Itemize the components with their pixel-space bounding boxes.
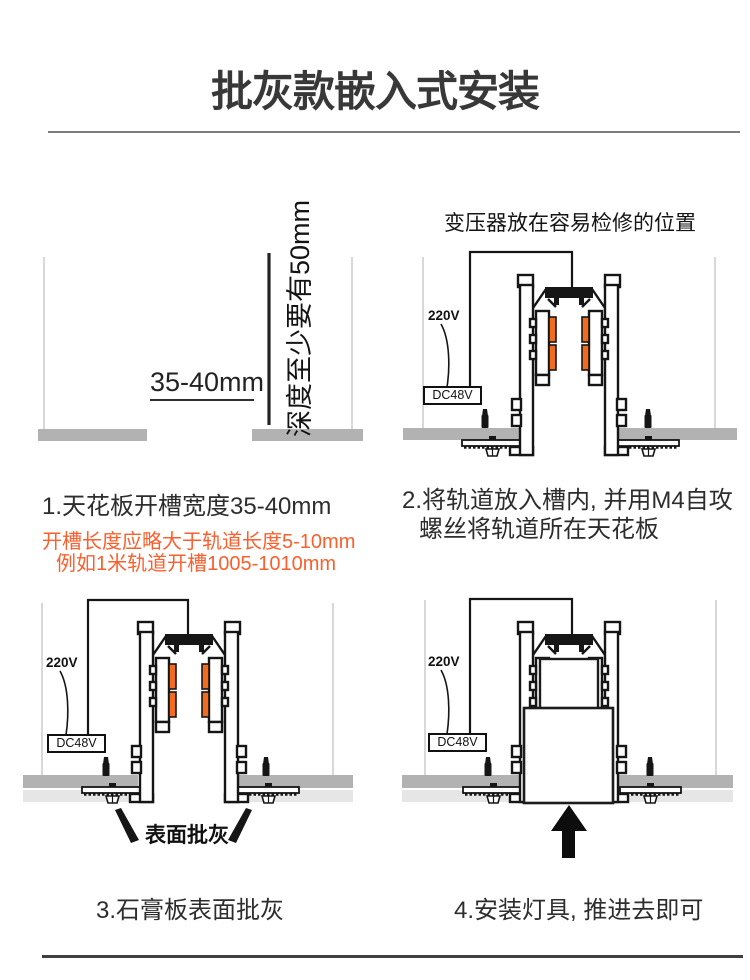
- ceiling-panel: [239, 775, 353, 788]
- screw-icon: [262, 757, 270, 776]
- bottom-divider: [42, 955, 743, 958]
- power-wire: [86, 598, 190, 736]
- slot-depth-label: 深度至少要有50mm: [285, 199, 315, 437]
- ceiling-panel: [252, 429, 363, 441]
- mains-lead-line: [440, 669, 450, 735]
- ceiling-panel: [403, 428, 519, 440]
- mains-voltage-label: 220V: [428, 308, 460, 323]
- putty-arrow-icon: [115, 808, 139, 843]
- driver-box-label: DC48V: [47, 734, 106, 753]
- step3-caption: 3.石膏板表面批灰: [96, 897, 285, 924]
- ceiling-panel: [619, 428, 737, 440]
- step3-diagram: [23, 598, 353, 843]
- page-title: 批灰款嵌入式安装: [210, 68, 540, 115]
- mains-lead-line: [440, 323, 450, 388]
- step1-diagram: [38, 253, 363, 441]
- power-wire: [468, 250, 574, 388]
- mains-voltage-label: 220V: [46, 655, 78, 670]
- ceiling-panel: [402, 775, 519, 788]
- screw-icon: [484, 757, 492, 776]
- power-wire: [468, 597, 574, 735]
- step4-caption: 4.安装灯具, 推进去即可: [454, 897, 704, 924]
- surface-putty-label: 表面批灰: [145, 824, 229, 847]
- putty-arrow-icon: [228, 808, 252, 843]
- step1-caption: 1.天花板开槽宽度35-40mm: [42, 493, 332, 520]
- screw-icon: [646, 757, 654, 776]
- push-up-arrow-icon: [551, 805, 587, 858]
- ceiling-panel: [618, 775, 733, 788]
- step1-note-2: 例如1米轨道开槽1005-1010mm: [56, 553, 337, 575]
- driver-box-label: DC48V: [423, 386, 482, 405]
- driver-box-label: DC48V: [428, 733, 487, 752]
- ceiling-panel: [38, 429, 147, 441]
- step4-diagram: [402, 597, 733, 858]
- step2-caption-line1: 2.将轨道放入槽内, 并用M4自攻: [402, 487, 733, 514]
- transformer-location-note: 变压器放在容易检修的位置: [444, 212, 696, 235]
- slot-width-label: 35-40mm: [150, 367, 264, 401]
- light-fixture-top: [538, 657, 600, 711]
- track-cross-section: [128, 620, 250, 804]
- screw-icon: [644, 409, 652, 428]
- step2-caption-line2: 螺丝将轨道所在天花板: [419, 516, 659, 543]
- step2-diagram: [403, 250, 737, 458]
- step2-caption: 2.将轨道放入槽内, 并用M4自攻 螺丝将轨道所在天花板: [402, 486, 733, 544]
- step1-note-1: 开槽长度应略大于轨道长度5-10mm: [42, 531, 356, 553]
- track-cross-section: [508, 273, 630, 457]
- mains-lead-line: [59, 670, 69, 736]
- top-divider: [48, 131, 740, 133]
- mains-voltage-label: 220V: [428, 654, 460, 669]
- screw-icon: [481, 409, 489, 428]
- light-fixture-body: [522, 706, 615, 805]
- screw-icon: [102, 757, 110, 776]
- ceiling-panel: [23, 775, 138, 788]
